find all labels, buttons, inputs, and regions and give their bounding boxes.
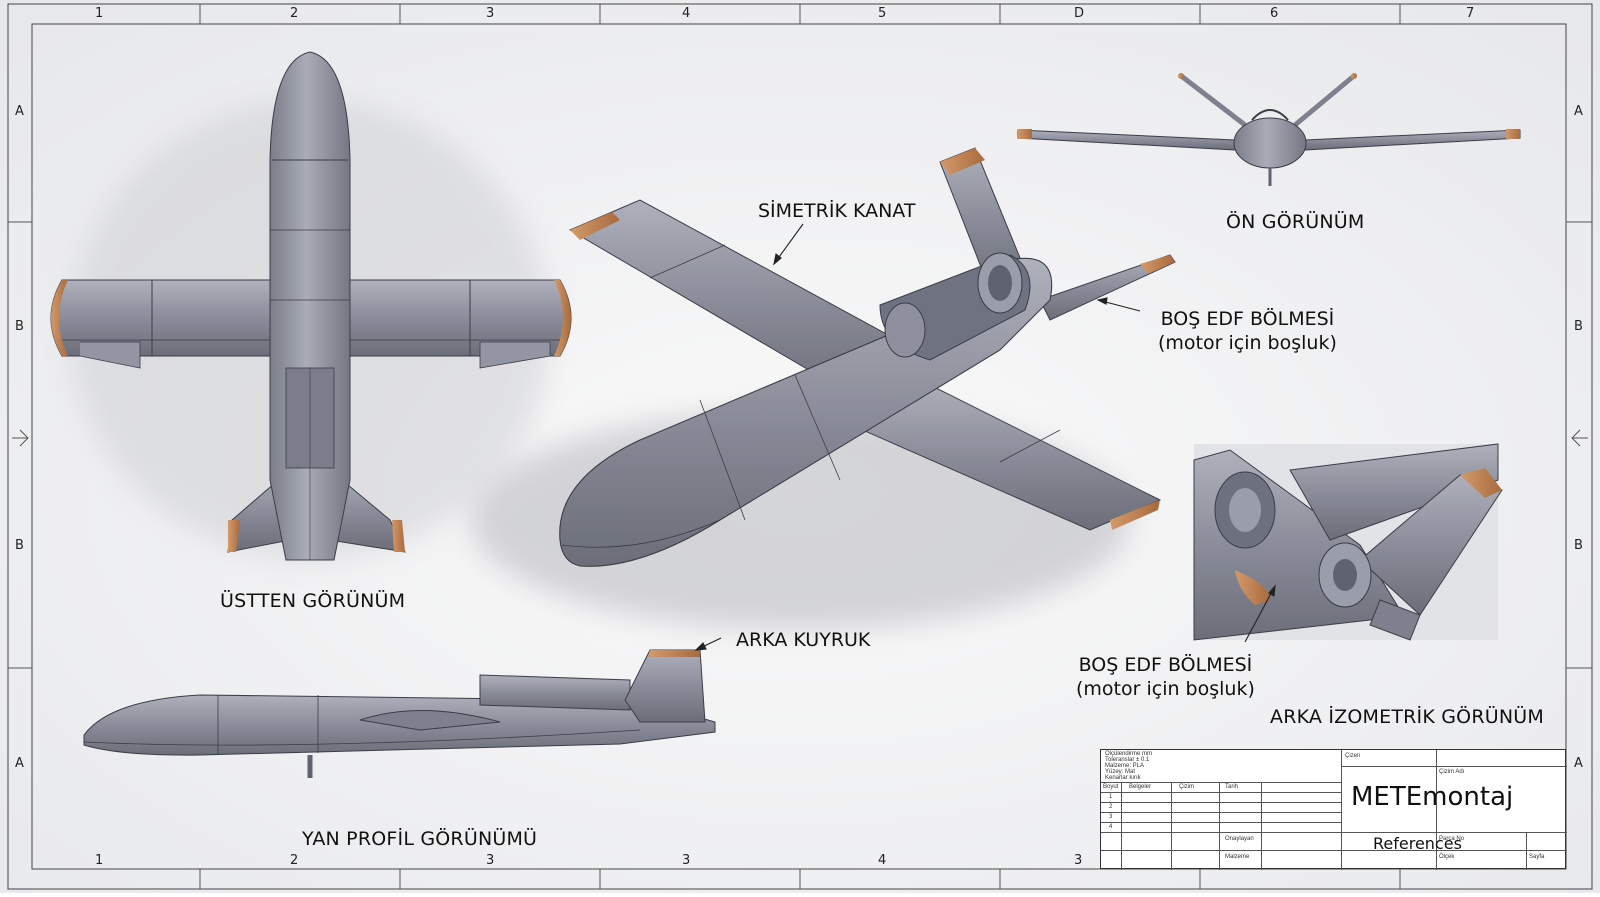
- drawing-name: METEmontaj: [1351, 782, 1514, 812]
- tb-header-drawing: Çizim: [1179, 784, 1194, 790]
- tb-note-3: Malzeme: PLA: [1105, 763, 1145, 769]
- zone-top-2: 2: [290, 6, 299, 21]
- tb-field-title: Çizim Adı: [1439, 769, 1465, 775]
- edf-bay-callout: BOŞ EDF BÖLMESİ (motor için boşluk): [1158, 307, 1337, 355]
- leader-lines: [694, 223, 1276, 651]
- zone-bottom-6: 3: [1074, 853, 1083, 868]
- zone-right-a: A: [1574, 104, 1583, 119]
- zone-right-b2: B: [1574, 538, 1583, 553]
- center-marks: [12, 4, 1588, 447]
- references-label: References: [1373, 834, 1462, 853]
- top-view-drawing: [50, 51, 572, 561]
- tb-note-1: Ölçülendirme mm: [1105, 751, 1153, 757]
- edf-bay-callout-line2: (motor için boşluk): [1158, 332, 1337, 354]
- rear-iso-view-drawing: [1193, 443, 1503, 641]
- top-view-label: ÜSTTEN GÖRÜNÜM: [220, 590, 406, 612]
- side-view-label: YAN PROFİL GÖRÜNÜMÜ: [302, 828, 538, 850]
- zone-top-5: 5: [878, 6, 887, 21]
- tb-field-drawn: Çizen: [1345, 753, 1361, 759]
- tb-header-size: Boyut: [1103, 784, 1119, 790]
- zone-left-a: A: [15, 104, 24, 119]
- rear-tail-callout: ARKA KUYRUK: [736, 629, 871, 651]
- zone-right-a2: A: [1574, 756, 1583, 771]
- zone-top-1: 1: [95, 6, 104, 21]
- zone-right-b: B: [1574, 319, 1583, 334]
- tb-field-material: Malzeme: [1225, 854, 1250, 860]
- edf-bay-iso-callout-line1: BOŞ EDF BÖLMESİ: [1078, 654, 1253, 676]
- side-view-drawing: [83, 649, 716, 778]
- tb-row-4: 4: [1109, 824, 1113, 830]
- rear-iso-view-label: ARKA İZOMETRİK GÖRÜNÜM: [1270, 706, 1544, 728]
- zone-top-7: 7: [1466, 6, 1475, 21]
- tb-note-4: Yüzey: Mat: [1105, 769, 1136, 775]
- isometric-view-drawing: [470, 147, 1176, 630]
- tb-row-2: 2: [1109, 804, 1113, 810]
- edf-bay-iso-callout: BOŞ EDF BÖLMESİ (motor için boşluk): [1076, 653, 1255, 701]
- edf-bay-callout-line1: BOŞ EDF BÖLMESİ: [1160, 308, 1335, 330]
- tb-header-date: Tarih: [1225, 784, 1239, 790]
- tb-field-approved: Onaylayan: [1225, 836, 1254, 842]
- tb-note-2: Toleranslar ± 0.1: [1105, 757, 1150, 763]
- zone-top-6: 6: [1270, 6, 1279, 21]
- zone-left-b: B: [15, 319, 24, 334]
- tb-row-3: 3: [1109, 814, 1113, 820]
- zone-top-4: 4: [682, 6, 691, 21]
- symmetric-wing-callout: SİMETRİK KANAT: [758, 200, 916, 222]
- tb-note-5: Kenarlar kırık: [1105, 775, 1141, 781]
- front-view-drawing: [1017, 73, 1521, 186]
- zone-left-b2: B: [15, 538, 24, 553]
- tb-field-scale: Ölçek: [1439, 854, 1455, 860]
- tb-field-part: Parça No: [1439, 836, 1465, 842]
- zone-left-a2: A: [15, 756, 24, 771]
- zone-bottom-5: 4: [878, 853, 887, 868]
- zone-ticks: [8, 4, 1592, 889]
- zone-top-3: 3: [486, 6, 495, 21]
- tb-field-sheet: Sayfa: [1529, 854, 1545, 860]
- title-block: Ölçülendirme mm Toleranslar ± 0.1 Malzem…: [1100, 749, 1567, 870]
- tb-row-1: 1: [1109, 794, 1113, 800]
- edf-bay-iso-callout-line2: (motor için boşluk): [1076, 678, 1255, 700]
- front-view-label: ÖN GÖRÜNÜM: [1226, 211, 1365, 233]
- zone-bottom-1: 1: [95, 853, 104, 868]
- zone-bottom-3: 3: [486, 853, 495, 868]
- zone-bottom-4: 3: [682, 853, 691, 868]
- zone-bottom-2: 2: [290, 853, 299, 868]
- zone-top-d: D: [1074, 6, 1085, 21]
- tb-header-docs: Belgeler: [1129, 784, 1152, 790]
